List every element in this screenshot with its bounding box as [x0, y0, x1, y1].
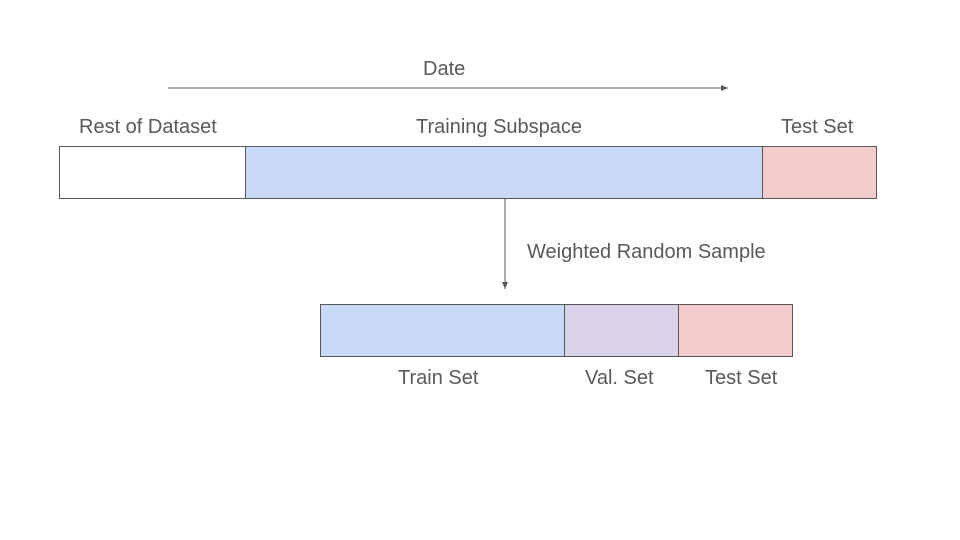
weighted-random-sample-label: Weighted Random Sample [527, 241, 766, 263]
top-test-set-segment [762, 146, 877, 199]
training-subspace-label: Training Subspace [416, 116, 583, 138]
train-set-segment [320, 304, 565, 357]
val-set-segment [564, 304, 679, 357]
rest-of-dataset-segment [59, 146, 246, 199]
training-subspace-segment [245, 146, 763, 199]
val-set-label: Val. Set [585, 367, 654, 389]
split-test-set-label: Test Set [705, 367, 778, 389]
train-set-label: Train Set [398, 367, 479, 389]
date-label: Date [423, 58, 466, 80]
split-test-set-segment [678, 304, 793, 357]
rest-of-dataset-label: Rest of Dataset [79, 116, 217, 138]
top-test-set-label: Test Set [781, 116, 854, 138]
